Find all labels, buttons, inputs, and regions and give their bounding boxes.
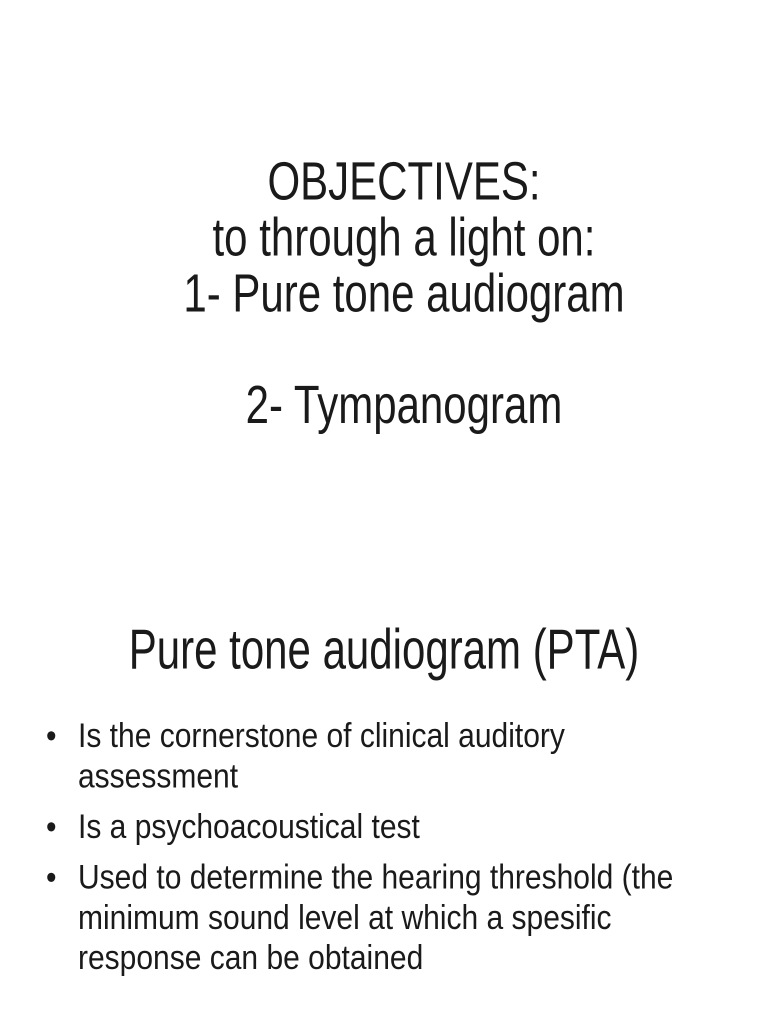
bullet-icon: • (46, 717, 57, 756)
bullet-icon: • (46, 808, 57, 846)
bullet-text-cornerstone: Is the cornerstone of clinical auditory … (78, 717, 565, 796)
section-heading-pta: Pure tone audiogram (PTA) (128, 616, 640, 681)
list-item: • Is a psychoacoustical test (46, 807, 722, 847)
list-item: • Is the cornerstone of clinical auditor… (46, 716, 722, 797)
title-line-item-1: 1- Pure tone audiogram (183, 263, 625, 323)
bullet-icon: • (46, 858, 57, 897)
title-line-blank (20, 322, 768, 378)
bullet-text-threshold: Used to determine the hearing threshold … (78, 858, 674, 978)
bullet-list: • Is the cornerstone of clinical auditor… (46, 716, 722, 989)
list-item: • Used to determine the hearing threshol… (46, 857, 722, 978)
bullet-text-psychoacoustical: Is a psychoacoustical test (78, 808, 420, 846)
title-line-objectives: OBJECTIVES: (267, 151, 541, 212)
title-line-item-2: 2- Tympanogram (245, 374, 563, 435)
title-line-subtitle: to through a light on: (212, 207, 596, 268)
slide-title-block: OBJECTIVES: to through a light on: 1- Pu… (20, 151, 768, 435)
